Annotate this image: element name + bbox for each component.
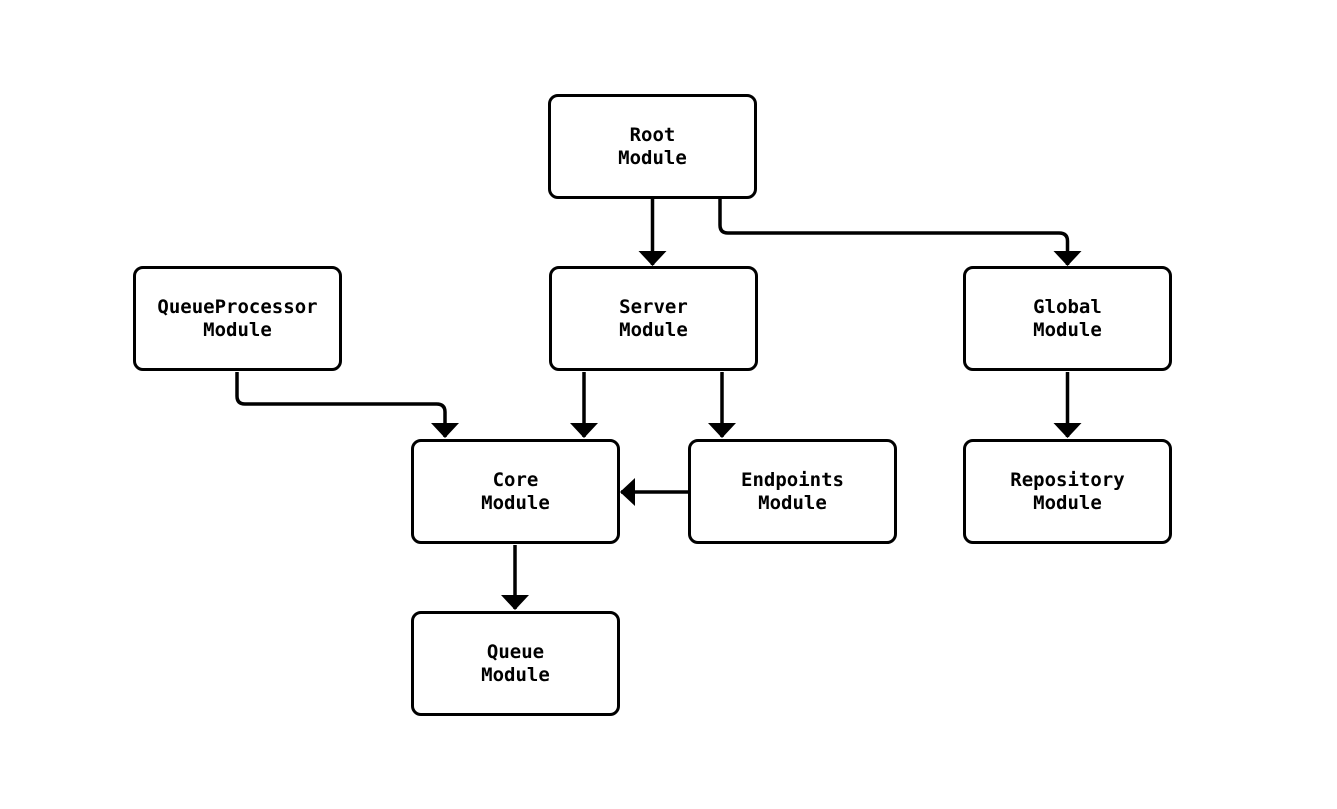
edge-root-global bbox=[718, 198, 1082, 266]
node-queueprocessor-module: QueueProcessor Module bbox=[133, 266, 342, 371]
node-global-module-label: Global Module bbox=[1033, 295, 1102, 341]
node-endpoints-module: Endpoints Module bbox=[688, 439, 897, 544]
node-root-module-label: Root Module bbox=[618, 123, 687, 169]
node-core-module: Core Module bbox=[411, 439, 620, 544]
node-queue-module: Queue Module bbox=[411, 611, 620, 716]
node-queueprocessor-module-label: QueueProcessor Module bbox=[157, 295, 318, 341]
node-server-module-label: Server Module bbox=[619, 295, 688, 341]
node-core-module-label: Core Module bbox=[481, 468, 550, 514]
node-endpoints-module-label: Endpoints Module bbox=[741, 468, 844, 514]
node-repository-module-label: Repository Module bbox=[1010, 468, 1125, 514]
node-queue-module-label: Queue Module bbox=[481, 640, 550, 686]
edge-queueprocessor-core bbox=[235, 372, 459, 438]
node-repository-module: Repository Module bbox=[963, 439, 1172, 544]
node-root-module: Root Module bbox=[548, 94, 757, 199]
node-global-module: Global Module bbox=[963, 266, 1172, 371]
node-server-module: Server Module bbox=[549, 266, 758, 371]
